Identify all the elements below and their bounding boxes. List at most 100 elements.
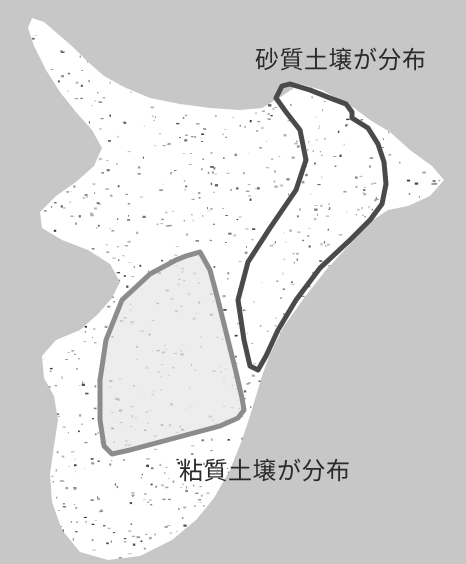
land-speckle <box>262 110 265 112</box>
land-speckle <box>60 50 63 53</box>
land-speckle <box>293 262 295 264</box>
land-speckle <box>251 238 254 241</box>
land-speckle <box>329 207 331 210</box>
land-speckle <box>258 380 261 382</box>
land-speckle <box>296 215 299 218</box>
land-speckle <box>109 463 112 466</box>
land-speckle <box>364 216 366 218</box>
land-speckle <box>192 477 194 479</box>
land-speckle <box>164 526 168 528</box>
land-speckle <box>225 136 227 138</box>
land-speckle <box>117 185 120 188</box>
land-speckle <box>144 493 147 495</box>
land-speckle <box>131 535 135 537</box>
land-speckle <box>92 183 96 186</box>
land-speckle <box>49 370 52 372</box>
land-speckle <box>94 192 96 194</box>
land-speckle <box>296 252 299 255</box>
land-speckle <box>198 499 202 501</box>
land-speckle <box>93 328 96 330</box>
land-speckle <box>81 70 83 71</box>
land-speckle <box>142 215 146 218</box>
land-speckle <box>213 191 215 193</box>
land-speckle <box>74 353 76 355</box>
land-speckle <box>257 120 261 123</box>
land-speckle <box>251 374 255 377</box>
land-speckle <box>438 180 441 182</box>
land-speckle <box>60 205 63 208</box>
land-speckle <box>80 97 83 99</box>
land-speckle <box>176 531 178 532</box>
land-speckle <box>159 189 163 191</box>
land-speckle <box>373 182 377 184</box>
land-speckle <box>182 116 185 119</box>
land-speckle <box>284 241 287 243</box>
land-speckle <box>287 120 290 122</box>
land-speckle <box>99 128 102 130</box>
land-speckle <box>74 487 78 490</box>
land-speckle <box>311 96 313 99</box>
land-speckle <box>84 325 87 328</box>
land-speckle <box>318 127 320 130</box>
land-speckle <box>226 468 229 469</box>
land-speckle <box>310 193 312 195</box>
land-speckle <box>321 176 323 178</box>
land-speckle <box>184 189 187 191</box>
land-speckle <box>308 245 311 248</box>
land-speckle <box>201 140 204 142</box>
land-speckle <box>343 191 347 193</box>
land-speckle <box>131 492 135 494</box>
land-speckle <box>132 543 136 546</box>
land-speckle <box>327 209 329 210</box>
land-speckle <box>210 240 212 242</box>
land-speckle <box>165 225 170 227</box>
land-speckle <box>408 193 411 195</box>
land-speckle <box>160 223 164 225</box>
land-speckle <box>123 541 127 543</box>
land-speckle <box>227 439 230 441</box>
land-speckle <box>56 496 58 499</box>
land-speckle <box>237 323 240 325</box>
land-speckle <box>71 350 74 352</box>
land-speckle <box>432 180 436 182</box>
land-speckle <box>146 464 149 467</box>
land-speckle <box>90 214 94 217</box>
land-speckle <box>296 145 300 148</box>
land-speckle <box>246 246 247 248</box>
land-speckle <box>85 392 89 395</box>
land-speckle <box>99 509 103 512</box>
land-speckle <box>355 176 358 179</box>
land-speckle <box>65 359 69 360</box>
land-speckle <box>183 524 187 527</box>
land-speckle <box>202 158 204 160</box>
land-speckle <box>297 231 301 233</box>
land-speckle <box>175 246 179 247</box>
land-speckle <box>201 133 205 135</box>
land-speckle <box>186 472 189 473</box>
land-speckle <box>106 160 109 162</box>
land-speckle <box>203 128 207 130</box>
land-speckle <box>201 494 203 497</box>
land-speckle <box>137 166 141 169</box>
land-speckle <box>203 505 205 507</box>
land-speckle <box>283 313 286 315</box>
land-speckle <box>184 139 188 142</box>
land-speckle <box>81 423 83 426</box>
land-speckle <box>69 201 71 204</box>
land-speckle <box>249 198 252 201</box>
land-speckle <box>150 106 154 109</box>
land-speckle <box>363 187 367 189</box>
land-speckle <box>181 517 184 519</box>
land-speckle <box>147 270 150 273</box>
land-speckle <box>422 171 426 174</box>
land-speckle <box>308 140 310 144</box>
land-speckle <box>235 362 238 364</box>
land-speckle <box>123 121 127 125</box>
land-speckle <box>90 499 94 501</box>
land-speckle <box>210 166 214 168</box>
land-speckle <box>83 341 87 342</box>
land-speckle <box>269 245 273 247</box>
land-speckle <box>154 116 156 118</box>
land-speckle <box>98 511 102 513</box>
